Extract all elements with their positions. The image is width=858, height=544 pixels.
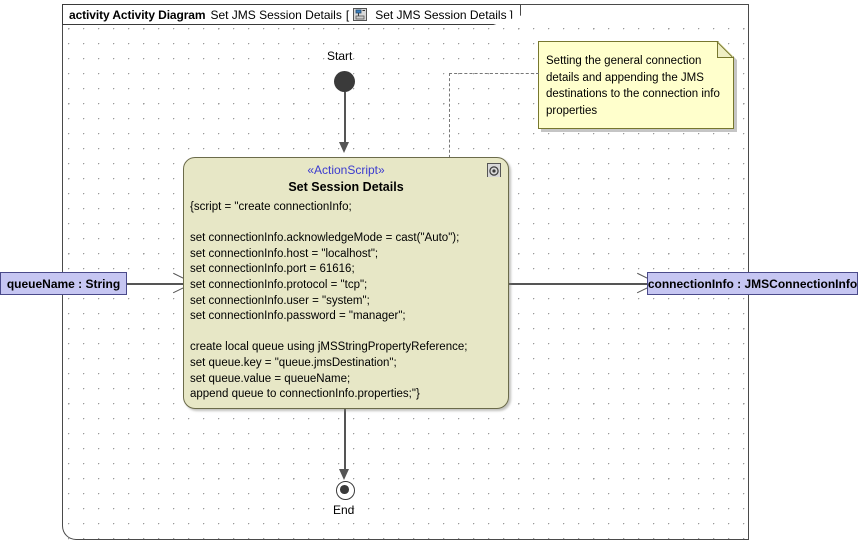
frame-keyword: activity Activity Diagram [69, 7, 206, 22]
diagram-frame-header[interactable]: activity Activity Diagram Set JMS Sessio… [62, 4, 521, 25]
input-pin-queuename[interactable]: queueName : String [0, 272, 127, 295]
start-node[interactable] [334, 71, 355, 92]
action-script-body: {script = "create connectionInfo; set co… [190, 201, 468, 401]
frame-bracket-title: Set JMS Session Details [375, 7, 507, 22]
flow-start-to-action [344, 92, 346, 142]
note-fold-corner [717, 42, 733, 58]
note-text: Setting the general connection details a… [546, 55, 720, 117]
action-node[interactable]: «ActionScript» Set Session Details {scri… [183, 157, 509, 409]
flow-action-to-output-pin [509, 283, 647, 285]
note-anchor-horizontal [449, 73, 539, 74]
flow-start-to-action-arrowhead [339, 142, 349, 153]
start-node-label: Start [327, 49, 353, 63]
diagram-frame-top-edge [521, 4, 749, 5]
frame-title: Set JMS Session Details [210, 7, 342, 22]
activity-diagram-icon [353, 8, 368, 21]
action-stereotype: «ActionScript» [307, 163, 385, 177]
flow-output-pin-arrowhead [636, 277, 647, 289]
end-node-label: End [333, 503, 355, 517]
flow-action-to-end-arrowhead [339, 469, 349, 480]
frame-bracket-open: [ [345, 7, 350, 22]
action-title: Set Session Details [288, 180, 404, 194]
frame-bracket-close: ] [509, 7, 513, 22]
action-script-icon [487, 163, 501, 177]
end-node[interactable] [336, 481, 355, 500]
flow-action-to-end [344, 409, 346, 469]
output-pin-connectioninfo[interactable]: connectionInfo : JMSConnectionInfo [647, 272, 858, 295]
comment-note[interactable]: Setting the general connection details a… [538, 41, 734, 129]
flow-input-pin-arrowhead [172, 277, 183, 289]
note-anchor-vertical [449, 73, 450, 163]
